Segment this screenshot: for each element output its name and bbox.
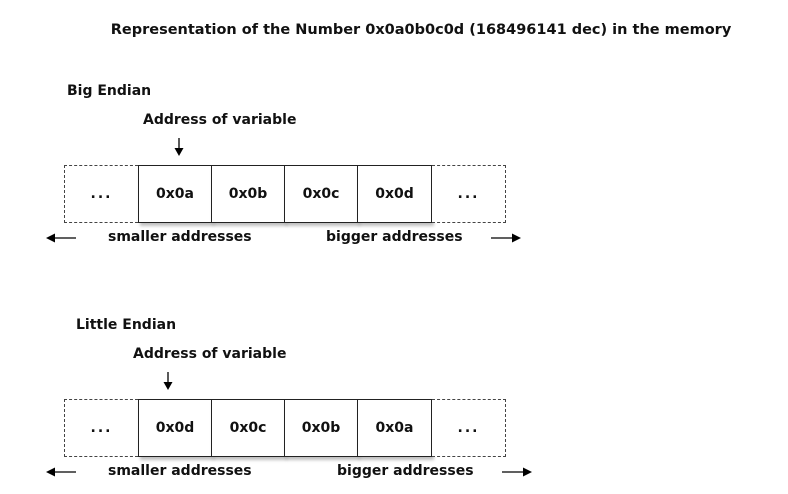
big-endian-byte-cell: 0x0b bbox=[211, 165, 285, 223]
big-endian-byte-cell: 0x0c bbox=[284, 165, 358, 223]
little-endian-ellipsis-right: ... bbox=[432, 399, 506, 457]
little-endian-smaller-addresses-label: smaller addresses bbox=[108, 463, 252, 479]
little-endian-heading: Little Endian bbox=[76, 317, 177, 333]
little-endian-address-label: Address of variable bbox=[133, 346, 287, 362]
big-endian-ellipsis-left: ... bbox=[64, 165, 138, 223]
big-endian-memory-row: ... 0x0a 0x0b 0x0c 0x0d ... bbox=[64, 165, 506, 223]
little-endian-address-arrow-icon bbox=[163, 372, 173, 390]
diagram-title: Representation of the Number 0x0a0b0c0d … bbox=[110, 22, 732, 38]
little-endian-byte-cell: 0x0d bbox=[138, 399, 212, 457]
big-endian-byte-cell: 0x0a bbox=[138, 165, 212, 223]
little-endian-ellipsis-left: ... bbox=[64, 399, 138, 457]
big-endian-byte-cell: 0x0d bbox=[357, 165, 432, 223]
little-endian-byte-cell: 0x0a bbox=[357, 399, 432, 457]
little-endian-byte-cell: 0x0b bbox=[284, 399, 358, 457]
little-endian-bigger-addresses-label: bigger addresses bbox=[337, 463, 474, 479]
big-endian-smaller-addresses-label: smaller addresses bbox=[108, 229, 252, 245]
little-endian-memory-row: ... 0x0d 0x0c 0x0b 0x0a ... bbox=[64, 399, 506, 457]
big-endian-bigger-addresses-label: bigger addresses bbox=[326, 229, 463, 245]
big-endian-ellipsis-right: ... bbox=[432, 165, 506, 223]
little-endian-right-arrow-icon bbox=[502, 467, 532, 477]
big-endian-heading: Big Endian bbox=[67, 83, 152, 99]
big-endian-left-arrow-icon bbox=[46, 233, 76, 243]
big-endian-right-arrow-icon bbox=[491, 233, 521, 243]
big-endian-address-label: Address of variable bbox=[143, 112, 297, 128]
big-endian-address-arrow-icon bbox=[174, 138, 184, 156]
little-endian-byte-cell: 0x0c bbox=[211, 399, 285, 457]
little-endian-left-arrow-icon bbox=[46, 467, 76, 477]
